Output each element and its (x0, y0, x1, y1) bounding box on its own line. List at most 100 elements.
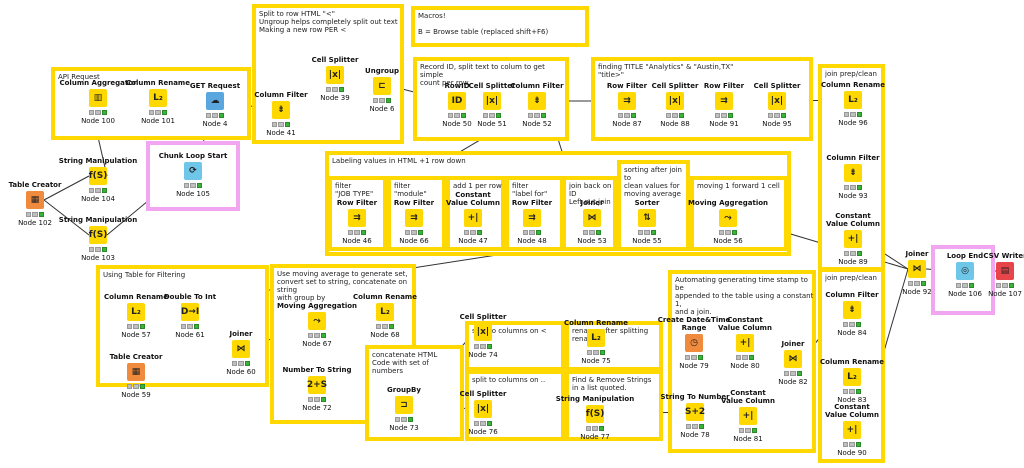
string-to-number-icon[interactable]: S+2 (685, 403, 705, 421)
node-status-lights (715, 113, 733, 118)
rename-icon[interactable]: L₂ (844, 91, 862, 109)
string-manip-icon[interactable]: f(S) (89, 226, 107, 244)
rename-icon[interactable]: L₂ (587, 329, 605, 347)
status-light-green (856, 112, 862, 117)
status-light-green (38, 212, 44, 217)
status-light-red (618, 113, 624, 118)
number-to-string-icon[interactable]: 2+S (307, 376, 327, 394)
status-light-green (678, 113, 684, 118)
node-status-lights (736, 355, 754, 360)
rowid-icon[interactable]: ID (448, 92, 466, 110)
status-light-red (272, 122, 278, 127)
node-label: Node 60 (226, 368, 256, 376)
agg-icon[interactable]: ▥ (89, 89, 107, 107)
constant-value-icon[interactable]: +| (736, 334, 754, 352)
status-light-green (595, 230, 601, 235)
row-filter-icon[interactable]: ⇉ (715, 92, 733, 110)
moving-agg-icon[interactable]: ⤳ (308, 312, 326, 330)
datetime-range-icon[interactable]: ◷ (685, 334, 703, 352)
status-light-yellow (489, 113, 495, 118)
moving-agg-icon[interactable]: ⤳ (719, 209, 737, 227)
node-title: Row Filter (703, 82, 745, 90)
status-light-green (101, 247, 107, 252)
double-to-int-icon[interactable]: D→I (181, 303, 199, 321)
column-filter-icon[interactable]: ⇟ (528, 92, 546, 110)
constant-value-icon[interactable]: +| (464, 209, 482, 227)
chunk-loop-icon[interactable]: ⟳ (184, 162, 202, 180)
annotation-macros[interactable]: Macros! B = Browse table (replaced shift… (411, 6, 589, 47)
annotation-text: Using Table for Filtering (103, 271, 186, 279)
column-filter-icon[interactable]: ⇟ (844, 164, 862, 182)
loop-end-icon[interactable]: ◎ (956, 262, 974, 280)
rename-icon[interactable]: L₂ (149, 89, 167, 107)
row-filter-icon[interactable]: ⇉ (618, 92, 636, 110)
annotation-concat[interactable]: concatenate HTML Code with set of number… (365, 345, 464, 441)
status-light-red (523, 230, 529, 235)
annotation-text: Labeling values in HTML +1 row down (332, 157, 466, 165)
column-filter-icon[interactable]: ⇟ (843, 301, 861, 319)
constant-value-icon[interactable]: +| (739, 407, 757, 425)
table-creator-icon[interactable]: ▦ (127, 363, 145, 381)
annotation-loopend[interactable] (931, 245, 995, 315)
ungroup-icon[interactable]: ⊏ (373, 77, 391, 95)
status-light-red (843, 322, 849, 327)
cell-splitter-icon[interactable]: |x| (666, 92, 684, 110)
node-status-lights (483, 113, 501, 118)
groupby-icon[interactable]: ⊐ (395, 396, 413, 414)
joiner-icon[interactable]: ⋈ (784, 350, 802, 368)
node-label: Node 53 (577, 237, 607, 245)
get-request-icon[interactable]: ☁ (206, 92, 224, 110)
status-light-green (535, 230, 541, 235)
string-manip-icon[interactable]: f(S) (89, 167, 107, 185)
node-label: Node 96 (838, 119, 868, 127)
rename-icon[interactable]: L₂ (843, 368, 861, 386)
row-filter-icon[interactable]: ⇉ (405, 209, 423, 227)
rename-icon[interactable]: L₂ (127, 303, 145, 321)
status-light-green (388, 324, 394, 329)
annotation-findremove[interactable]: Find & Remove Strings in a list quoted. (565, 370, 663, 441)
node-label: Node 74 (468, 351, 498, 359)
node-label: Node 72 (302, 404, 332, 412)
node-title: Column Filter (825, 291, 879, 299)
node-label: Node 41 (266, 129, 296, 137)
sorter-icon[interactable]: ⇅ (638, 209, 656, 227)
cell-splitter-icon[interactable]: |x| (326, 66, 344, 84)
rename-icon[interactable]: L₂ (376, 303, 394, 321)
node-label: Node 47 (458, 237, 488, 245)
row-filter-icon[interactable]: ⇉ (523, 209, 541, 227)
cell-splitter-icon[interactable]: |x| (474, 400, 492, 418)
status-light-red (586, 426, 592, 431)
node-status-lights (464, 230, 482, 235)
status-light-red (405, 230, 411, 235)
status-light-yellow (133, 384, 139, 389)
status-light-green (727, 113, 733, 118)
node-status-lights (308, 397, 326, 402)
table-creator-icon[interactable]: ▦ (26, 191, 44, 209)
cell-splitter-icon[interactable]: |x| (483, 92, 501, 110)
constant-value-icon[interactable]: +| (843, 421, 861, 439)
joiner-icon[interactable]: ⋈ (583, 209, 601, 227)
node-status-lights (523, 230, 541, 235)
status-light-green (193, 324, 199, 329)
annotation-filterjob[interactable]: filter "JOB TYPE" (328, 176, 387, 251)
node-status-lights (843, 322, 861, 327)
joiner-icon[interactable]: ⋈ (232, 340, 250, 358)
string-manip-icon[interactable]: f(S) (586, 405, 604, 423)
node-title: Table Creator (109, 353, 163, 361)
column-filter-icon[interactable]: ⇟ (272, 101, 290, 119)
annotation-sorting[interactable]: sorting after join to clean values for m… (617, 160, 690, 251)
node-label: Node 91 (709, 120, 739, 128)
node-status-lights (908, 281, 926, 286)
constant-value-icon[interactable]: +| (844, 230, 862, 248)
cell-splitter-icon[interactable]: |x| (474, 323, 492, 341)
node-title: Double To Int (163, 293, 217, 301)
cell-splitter-icon[interactable]: |x| (768, 92, 786, 110)
row-filter-icon[interactable]: ⇉ (348, 209, 366, 227)
csv-writer-icon[interactable]: ▤ (996, 262, 1014, 280)
node-title: Cell Splitter (468, 82, 516, 90)
joiner-icon[interactable]: ⋈ (908, 260, 926, 278)
status-light-red (474, 421, 480, 426)
annotation-moving[interactable]: moving 1 forward 1 cell (690, 176, 788, 251)
annotation-rename[interactable]: rename after splitting renames (565, 321, 663, 371)
